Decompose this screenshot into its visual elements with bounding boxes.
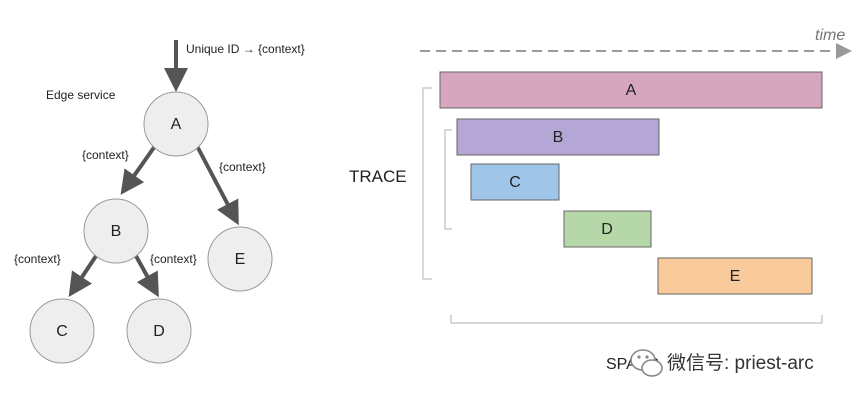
edge-a-b — [120, 144, 157, 195]
node-e: E — [207, 226, 273, 292]
trace-timeline: time TRACE A B C D E SPANS — [349, 27, 852, 373]
node-c: C — [29, 298, 95, 364]
span-d-bar — [563, 210, 652, 248]
trace-bracket — [422, 87, 432, 280]
span-c-bar — [470, 163, 560, 201]
subspan-bracket — [444, 129, 452, 230]
span-b-bar — [456, 118, 660, 156]
node-b: B — [83, 198, 149, 264]
node-c-label: C — [56, 323, 68, 340]
span-e: E — [657, 257, 813, 295]
edge-a-e — [195, 145, 239, 226]
node-a-label: A — [171, 116, 182, 133]
span-c-label: C — [509, 174, 521, 191]
context-label-a-b: {context} — [82, 148, 129, 162]
watermark-text: 微信号: priest-arc — [667, 352, 814, 374]
edge-service-label: Edge service — [46, 88, 116, 102]
span-d: D — [563, 210, 652, 248]
span-c: C — [470, 163, 560, 201]
wechat-icon — [630, 349, 663, 377]
span-a-label: A — [626, 82, 637, 99]
span-a-bar — [439, 71, 823, 109]
spans-bracket — [450, 315, 823, 324]
node-e-label: E — [235, 251, 246, 268]
edge-b-c — [68, 254, 98, 297]
node-d-label: D — [153, 323, 165, 340]
span-b: B — [456, 118, 660, 156]
span-d-label: D — [601, 221, 613, 238]
context-label-b-d: {context} — [150, 252, 197, 266]
span-a: A — [439, 71, 823, 109]
node-d: D — [126, 298, 192, 364]
node-a: A — [143, 91, 209, 157]
watermark: 微信号: priest-arc — [630, 349, 814, 377]
incoming-label: Unique ID → {context} — [186, 42, 305, 56]
node-b-label: B — [111, 223, 122, 240]
time-label: time — [815, 27, 845, 44]
trace-label: TRACE — [349, 167, 407, 186]
context-label-b-c: {context} — [14, 252, 61, 266]
span-e-bar — [657, 257, 813, 295]
context-label-a-e: {context} — [219, 160, 266, 174]
edge-b-d — [134, 255, 159, 298]
span-e-label: E — [730, 268, 741, 285]
call-tree: Unique ID → {context} Edge service {cont… — [14, 40, 305, 364]
span-b-label: B — [553, 129, 564, 146]
